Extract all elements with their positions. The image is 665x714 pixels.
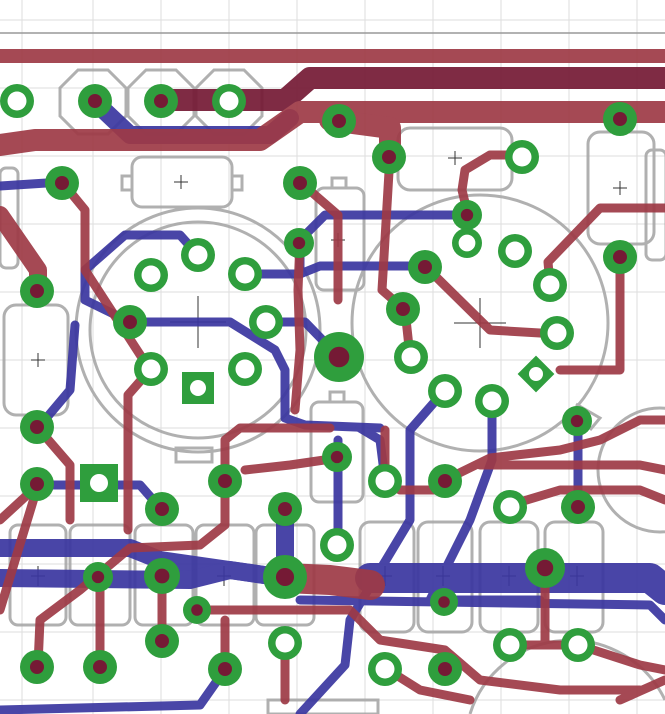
pad (386, 292, 420, 326)
pad (452, 228, 482, 258)
pad (83, 650, 117, 684)
pad-hole (529, 367, 543, 381)
pad (228, 352, 262, 386)
pad (212, 84, 246, 118)
pad (498, 234, 532, 268)
pad (603, 240, 637, 274)
pad (475, 384, 509, 418)
pad (561, 490, 595, 524)
pad (134, 258, 168, 292)
pad (394, 340, 428, 374)
pad (525, 548, 565, 588)
pad (181, 238, 215, 272)
pad (144, 84, 178, 118)
pad (20, 467, 54, 501)
pad (20, 274, 54, 308)
pad (603, 102, 637, 136)
pad (183, 596, 211, 624)
pad (505, 140, 539, 174)
pad (533, 268, 567, 302)
pad (493, 628, 527, 662)
pad (145, 624, 179, 658)
pad (144, 558, 180, 594)
pad (320, 528, 354, 562)
pad (368, 464, 402, 498)
pad (228, 257, 262, 291)
pad (452, 200, 482, 230)
pad (208, 464, 242, 498)
pad (322, 104, 356, 138)
pad-hole (90, 474, 108, 492)
pad (208, 652, 242, 686)
pad (540, 316, 574, 350)
pad (561, 628, 595, 662)
pad (45, 166, 79, 200)
pad (268, 492, 302, 526)
pad (263, 555, 307, 599)
pad (368, 652, 402, 686)
pad (562, 406, 592, 436)
pad (283, 166, 317, 200)
pad (113, 305, 147, 339)
pad (314, 332, 364, 382)
pad (134, 352, 168, 386)
pad (408, 250, 442, 284)
pad (372, 140, 406, 174)
pad (322, 442, 352, 472)
pad (78, 84, 112, 118)
pad (493, 490, 527, 524)
pad (284, 228, 314, 258)
pad (145, 492, 179, 526)
pad (20, 410, 54, 444)
pad (249, 305, 283, 339)
pad (0, 84, 34, 118)
pad (428, 374, 462, 408)
pads-layer (0, 84, 637, 686)
pad (20, 650, 54, 684)
pad (428, 652, 462, 686)
pad (428, 464, 462, 498)
pad-hole (190, 380, 206, 396)
pad (83, 562, 113, 592)
pad (268, 626, 302, 660)
pad (430, 588, 458, 616)
